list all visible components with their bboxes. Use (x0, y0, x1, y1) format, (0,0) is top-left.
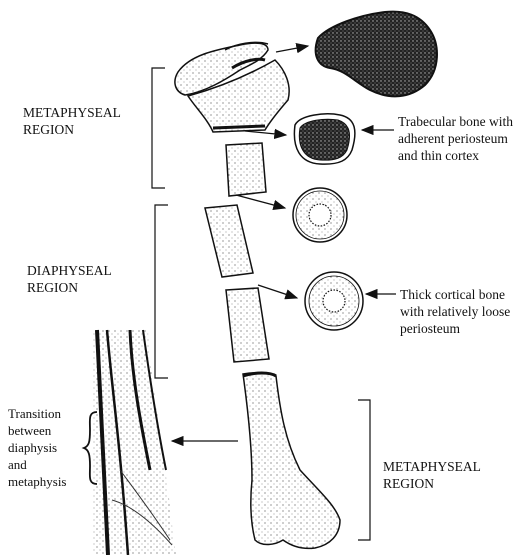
arrow-shaft2-to-section (258, 285, 297, 298)
shaft-segment-2 (205, 205, 253, 277)
arrow-head-to-section (276, 46, 308, 52)
cross-section-metaphysis (294, 114, 355, 164)
cross-section-diaphysis-2 (305, 272, 363, 330)
label-trabecular-bone: Trabecular bone with adherent periosteum… (398, 113, 513, 164)
bracket-metaphyseal-bottom (358, 400, 370, 540)
arrow-metaphysis-to-section (245, 131, 286, 135)
bracket-metaphyseal-top (152, 68, 165, 188)
cross-section-diaphysis-1 (293, 188, 347, 242)
label-metaphyseal-region-top: METAPHYSEAL REGION (23, 104, 121, 138)
label-diaphyseal-region: DIAPHYSEAL REGION (27, 262, 112, 296)
arrow-shaft1-to-section (236, 195, 285, 208)
label-transition: Transition between diaphysis and metaphy… (8, 405, 67, 490)
bracket-diaphyseal (155, 205, 168, 378)
transition-inset (92, 330, 176, 555)
shaft-segment-1 (226, 143, 266, 196)
cross-section-head (316, 12, 437, 97)
label-metaphyseal-region-bottom: METAPHYSEAL REGION (383, 458, 481, 492)
shaft-segment-3 (226, 288, 269, 362)
distal-femur (243, 373, 340, 549)
label-cortical-bone: Thick cortical bone with relatively loos… (400, 286, 510, 337)
